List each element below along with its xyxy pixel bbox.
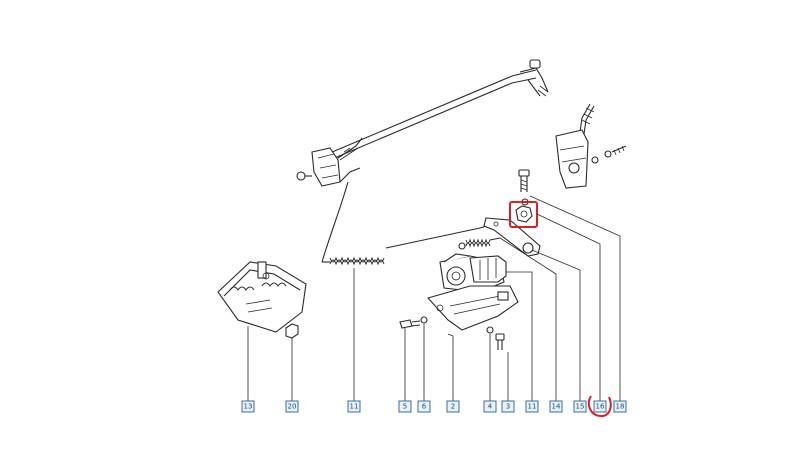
callout-14[interactable]: 14 [549, 400, 563, 413]
callout-label: 2 [451, 403, 455, 411]
callout-18[interactable]: 18 [613, 400, 627, 413]
callout-label: 15 [576, 403, 585, 411]
callout-label: 6 [422, 403, 427, 411]
upper-right-bracket [555, 103, 627, 189]
actuator-assembly [426, 253, 519, 331]
callout-6[interactable]: 6 [417, 400, 431, 413]
callout-label: 20 [288, 403, 297, 411]
callout-5[interactable]: 5 [398, 400, 412, 413]
callout-16[interactable]: 16 [587, 395, 612, 418]
callout-label: 13 [244, 403, 253, 411]
rod-bracket-left [296, 137, 363, 187]
tension-spring-left [322, 256, 385, 266]
fasteners-center [399, 316, 505, 350]
callout-label: 18 [616, 403, 625, 411]
nut-highlighted [509, 201, 538, 228]
callout-label: 3 [506, 403, 510, 411]
callout-label: 11 [350, 403, 359, 411]
cross-rod [317, 59, 549, 166]
callout-20[interactable]: 20 [285, 400, 299, 413]
callout-4[interactable]: 4 [483, 400, 497, 413]
callout-11-left[interactable]: 11 [347, 400, 361, 413]
callout-3[interactable]: 3 [501, 400, 515, 413]
callout-label: 4 [488, 403, 493, 411]
hinge-bracket-left [217, 261, 307, 333]
callout-row: 13 20 11 5 6 2 4 3 [241, 395, 627, 418]
bolt-upper [518, 169, 530, 206]
callout-15[interactable]: 15 [573, 400, 587, 413]
callout-11-right[interactable]: 11 [525, 400, 539, 413]
tension-spring-center [458, 237, 501, 250]
leader-lines [247, 195, 621, 402]
highlight-circle [587, 395, 612, 418]
callout-label: 5 [403, 403, 407, 411]
callout-2[interactable]: 2 [446, 400, 460, 413]
callout-label: 11 [528, 403, 537, 411]
highlight-box [509, 201, 538, 228]
callout-13[interactable]: 13 [241, 400, 255, 413]
callout-label: 16 [596, 403, 605, 411]
lever-plate [483, 217, 541, 257]
nut-20 [285, 323, 299, 339]
callout-label: 14 [552, 403, 561, 411]
cable [321, 181, 501, 263]
